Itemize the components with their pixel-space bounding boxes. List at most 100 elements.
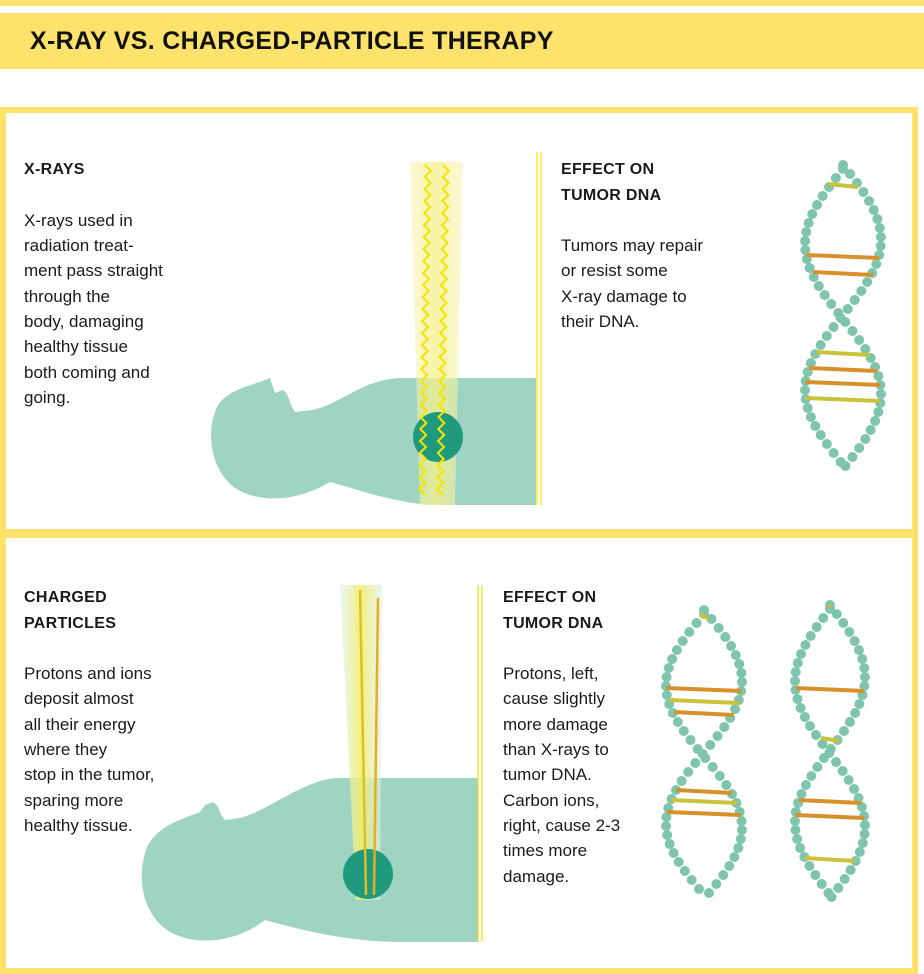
dna-bead: [800, 640, 811, 650]
dna-bead: [859, 820, 870, 830]
dna-bead: [735, 834, 746, 844]
dna-bead: [837, 766, 848, 776]
dna-bead: [870, 416, 881, 426]
dna-bead: [661, 812, 672, 822]
dna-bead: [734, 659, 745, 669]
dna-bead: [693, 884, 704, 894]
dna-rung: [813, 270, 873, 277]
tumor-particles: [343, 849, 393, 899]
dna-bead: [847, 326, 858, 336]
dna-bead: [819, 290, 830, 300]
proton-track: [358, 589, 368, 896]
dna-bead: [673, 857, 684, 867]
dna-bead: [683, 767, 694, 777]
dna-bead: [790, 825, 801, 835]
xray-body: X-rays used in radiation treat- ment pas…: [24, 210, 163, 407]
dna-bead: [854, 443, 865, 453]
dna-bead: [730, 650, 741, 660]
dna-bead: [831, 609, 842, 619]
dna-rung: [670, 798, 738, 805]
dna-bead: [811, 200, 822, 210]
dna-bead: [810, 730, 821, 740]
dna-bead: [685, 735, 696, 745]
dna-bead: [828, 322, 839, 332]
xray-waves: [417, 164, 451, 496]
dna-bead: [858, 187, 869, 197]
dna-bead: [712, 731, 723, 741]
dna-bead: [679, 866, 690, 876]
dna-bead: [736, 825, 747, 835]
dna-bead: [816, 879, 827, 889]
dna-bead: [853, 793, 864, 803]
dna-rung: [699, 613, 709, 620]
top-stripe: [0, 0, 924, 6]
xray-wave: [417, 164, 433, 496]
dna-rung: [795, 813, 865, 820]
dna-bead: [792, 834, 803, 844]
dna-bead: [828, 448, 839, 458]
dna-bead: [800, 245, 811, 255]
dna-bead: [821, 331, 832, 341]
dna-bead: [677, 636, 688, 646]
dna-rung: [805, 380, 881, 387]
dna-rung: [828, 182, 858, 189]
patient-body-particles: [141, 778, 478, 942]
dna-bead: [690, 758, 701, 768]
dna-bead: [800, 236, 811, 246]
dna-rung: [806, 253, 880, 260]
dna-bead: [801, 227, 812, 237]
dna-bead: [704, 888, 715, 898]
dna-bead: [730, 704, 741, 714]
dna-rung: [667, 810, 741, 817]
particle-effect-body: Protons, left, cause slightly more damag…: [503, 664, 621, 886]
dna-bead: [736, 816, 747, 826]
dna-bead: [810, 870, 821, 880]
dna-bead: [871, 259, 882, 269]
dna-bead: [662, 830, 673, 840]
dna-bead: [800, 385, 810, 395]
dna-bead: [854, 335, 865, 345]
dna-bead: [805, 721, 816, 731]
dna-bead: [857, 838, 868, 848]
dna-bead: [821, 439, 832, 449]
dna-bead: [720, 632, 731, 642]
page-title: X-RAY VS. CHARGED-PARTICLE THERAPY: [30, 27, 554, 55]
dna-bead: [705, 740, 716, 750]
dna-bead: [864, 196, 875, 206]
dna-bead: [802, 403, 813, 413]
dna-bead: [807, 209, 818, 219]
dna-bead: [854, 699, 865, 709]
dna-bead: [805, 412, 816, 422]
dna-bead: [700, 753, 711, 763]
dna-bead: [686, 875, 697, 885]
particle-effect-text: EFFECT ON TUMOR DNA Protons, left, cause…: [503, 560, 620, 914]
dna-bead: [840, 317, 851, 327]
dna-bead: [796, 789, 807, 799]
dna-bead: [805, 631, 816, 641]
dna-bead: [857, 654, 868, 664]
dna-bead: [850, 708, 861, 718]
dna-rung: [675, 788, 733, 795]
dna-bead: [844, 627, 855, 637]
dna-bead: [790, 667, 801, 677]
dna-bead: [811, 622, 822, 632]
xray-effect-heading: EFFECT ON TUMOR DNA: [561, 161, 662, 204]
dna-bead: [817, 739, 828, 749]
dna-bead: [733, 843, 744, 853]
dna-rung: [798, 798, 862, 805]
dna-bead: [860, 434, 871, 444]
dna-bead: [862, 277, 873, 287]
dna-bead: [796, 649, 807, 659]
dna-bead: [873, 371, 884, 381]
dna-bead: [726, 641, 737, 651]
particle-effect-heading: EFFECT ON TUMOR DNA: [503, 589, 604, 632]
dna-bead: [736, 668, 747, 678]
dna-rung: [669, 698, 739, 705]
dna-bead: [719, 722, 730, 732]
dna-carbon-ions: [790, 600, 870, 902]
dna-bead: [839, 726, 850, 736]
dna-bead: [714, 771, 725, 781]
dna-bead: [672, 717, 683, 727]
dna-bead: [853, 645, 864, 655]
